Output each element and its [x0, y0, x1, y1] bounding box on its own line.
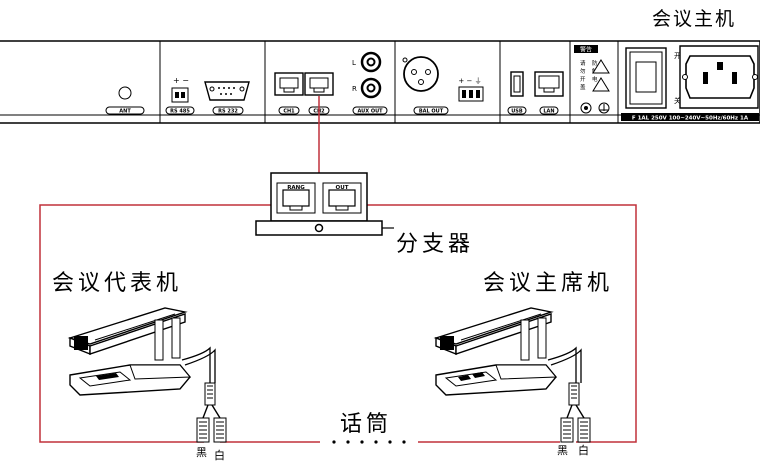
aux-out-ports: L R AUX OUT: [352, 51, 388, 115]
power-socket: [679, 45, 759, 109]
warning-label: 警告 请 勿 开 盖 防 触 电: [574, 45, 610, 114]
chairman-cable-connectors: [560, 382, 591, 443]
splitter-device: RANG OUT: [255, 172, 394, 236]
ant-port: ANT: [105, 86, 145, 115]
svg-text:+ − ⏚: + − ⏚: [458, 77, 481, 85]
svg-text:LAN: LAN: [543, 109, 554, 115]
delegate-unit-drawing: [67, 307, 216, 396]
lan-port: LAN: [534, 71, 564, 115]
ch1-port: CH1: [274, 72, 304, 115]
host-rear-panel: ANT + − RS 485 RS 232 CH1 CH2: [0, 40, 760, 124]
usb-port: USB: [507, 71, 527, 115]
fuse-spec: F 1AL 250V 100~240V~50Hz/60Hz 1A: [632, 116, 749, 122]
bal-out-port: + − ⏚ BAL OUT: [402, 56, 484, 115]
svg-text:防: 防: [592, 59, 598, 67]
ant-label: ANT: [119, 109, 131, 115]
svg-text:警告: 警告: [580, 46, 592, 54]
svg-text:盖: 盖: [580, 83, 586, 91]
wire-right-black: 黑: [557, 444, 568, 457]
svg-text:AUX OUT: AUX OUT: [357, 109, 383, 115]
rs232-port: RS 232: [204, 81, 250, 115]
splitter-port-left: RANG: [287, 185, 305, 191]
svg-text:关: 关: [674, 96, 681, 105]
splitter-label: 分支器: [396, 232, 475, 257]
svg-text:RS 232: RS 232: [218, 109, 238, 115]
right-loop-cable: [355, 204, 637, 443]
mic-label: 话筒: [340, 412, 393, 437]
svg-text:RS 485: RS 485: [170, 109, 190, 115]
wire-left-white: 白: [214, 449, 225, 462]
wire-left-black: 黑: [196, 446, 207, 459]
delegate-cable-connectors: [196, 382, 227, 443]
wire-right-white: 白: [578, 444, 589, 457]
svg-text:勿: 勿: [580, 67, 586, 75]
chairman-unit-drawing: [433, 307, 582, 396]
svg-text:+ −: + −: [173, 76, 189, 85]
svg-text:BAL OUT: BAL OUT: [419, 109, 444, 115]
delegate-label: 会议代表机: [52, 271, 183, 296]
rs485-port: + − RS 485: [165, 76, 195, 115]
svg-text:USB: USB: [511, 109, 523, 115]
splitter-port-right: OUT: [336, 185, 349, 191]
svg-text:电: 电: [592, 75, 598, 83]
svg-text:请: 请: [580, 59, 586, 67]
power-switch: 开 关: [625, 47, 681, 109]
svg-text:L: L: [352, 59, 356, 67]
left-loop-cable: [39, 204, 283, 443]
continuation-dots: [332, 440, 406, 444]
host-title: 会议主机: [652, 8, 737, 30]
svg-text:开: 开: [674, 52, 681, 60]
svg-text:R: R: [352, 85, 357, 93]
svg-text:开: 开: [580, 76, 586, 83]
svg-text:CH1: CH1: [283, 109, 295, 115]
chairman-label: 会议主席机: [483, 271, 614, 296]
